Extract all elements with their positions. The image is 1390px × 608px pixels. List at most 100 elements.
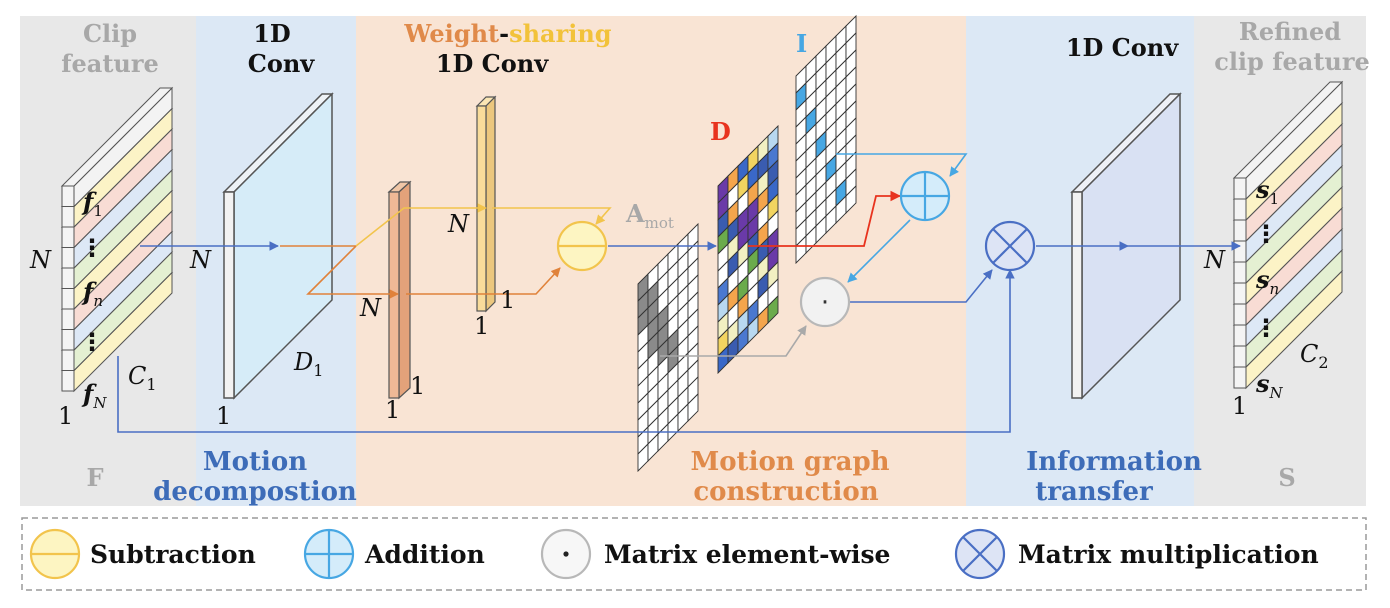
stack-slab-front [61, 308, 75, 330]
conv2-label: 1D Conv [1066, 33, 1179, 62]
legend-label: Subtraction [90, 540, 256, 569]
one-yellow-b: 1 [474, 312, 489, 340]
addition-op [899, 170, 951, 222]
yellow-path [355, 203, 487, 247]
stack-slab-front [61, 247, 75, 269]
A-to-dot [660, 325, 807, 357]
dot-to-mul [850, 269, 993, 303]
math-labels: N 1 C1 f1 ⋮ fn ⋮ fN N D1 1 N 1 1 N 1 1 A… [29, 29, 1329, 430]
legend-multiplication: Matrix multiplication [954, 528, 1319, 580]
N-orange: N [359, 294, 382, 322]
N-conv1: N [189, 246, 212, 274]
legend-label: Addition [364, 540, 485, 569]
I-to-add [836, 153, 968, 177]
stack-slab-front [61, 185, 75, 207]
D1-label: D1 [293, 348, 323, 380]
multiplication-op [984, 220, 1036, 272]
stack-slab-front [61, 349, 75, 371]
N-yellow: N [447, 210, 470, 238]
Amot-label: Amot [625, 199, 674, 232]
N-left: N [29, 246, 52, 274]
weight-label-2: 1D Conv [436, 49, 549, 78]
fn-label: fn [81, 277, 103, 310]
legend-border [21, 517, 1367, 591]
decomp-label-2: decompostion [153, 477, 357, 507]
one-orange-a: 1 [410, 372, 425, 400]
legend-element-wise: Matrix element-wise [540, 528, 890, 580]
F-label: F [86, 463, 103, 492]
one-left: 1 [58, 402, 73, 430]
one-yellow-a: 1 [500, 286, 515, 314]
stack-slab-front [61, 226, 75, 248]
conv1-label-1: 1D [253, 19, 291, 48]
refined-feature-stack [1232, 80, 1344, 390]
decomp-label-1: Motion [203, 447, 307, 477]
stack-slab-front [61, 288, 75, 310]
stack-slab-front [61, 329, 75, 351]
conv1-label-2: Conv [248, 49, 316, 78]
weight-label: Weight-sharing [403, 19, 611, 48]
graph-label-2: construction [693, 477, 878, 507]
clip-feature-stack [60, 86, 174, 393]
matrix-cell [845, 184, 857, 215]
stack-slab-front [61, 370, 75, 392]
s1-label: s1 [1255, 175, 1279, 208]
connections [117, 153, 1241, 433]
section-labels: Clip feature 1D Conv Weight-sharing 1D C… [61, 17, 1370, 507]
stack-slab-front [1233, 219, 1247, 242]
D-matrix [717, 124, 779, 375]
sN-label: sN [1255, 369, 1284, 402]
matrix-cell [687, 392, 699, 423]
stack-slab-front [61, 206, 75, 228]
stack-slab-front [1233, 198, 1247, 221]
legend: Subtraction Addition Matrix element-wise… [21, 517, 1367, 591]
stack-slab-front [1233, 240, 1247, 263]
fN-label: fN [81, 379, 107, 412]
orange-conv-bar [387, 180, 412, 400]
stack-slab-front [1233, 282, 1247, 305]
D-label: D [710, 117, 731, 146]
stack-slab-front [1233, 303, 1247, 326]
matrix-cell [767, 294, 779, 325]
add-to-dot [847, 219, 911, 283]
subtraction-op [556, 220, 608, 272]
yellow-conv-bar [475, 95, 497, 313]
svg-text:·: · [821, 288, 829, 318]
sn-label: sn [1255, 265, 1279, 298]
legend-addition: Addition [303, 528, 485, 580]
D-to-add [748, 190, 902, 247]
A-mot-matrix [637, 222, 699, 473]
legend-subtraction: Subtraction [29, 528, 256, 580]
I-label: I [796, 29, 807, 58]
f1-label: f1 [81, 187, 103, 220]
transfer-label-1: Information [1026, 447, 1202, 477]
orange-path [306, 245, 399, 299]
dots-2: ⋮ [80, 328, 104, 356]
stack-slab-front [1233, 261, 1247, 284]
C1-label: C1 [128, 362, 157, 394]
dots-3: ⋮ [1254, 220, 1278, 248]
one-orange-b: 1 [385, 396, 400, 424]
clip-label-1: Clip [83, 19, 137, 48]
dots-1: ⋮ [80, 234, 104, 262]
legend-label: Matrix multiplication [1018, 540, 1319, 569]
stack-slab-front [1233, 366, 1247, 389]
dots-4: ⋮ [1254, 314, 1278, 342]
transfer-label-2: transfer [1035, 477, 1153, 507]
one-conv1: 1 [216, 402, 231, 430]
clip-label-2: feature [61, 49, 159, 78]
skip-path [117, 269, 1015, 433]
legend-label: Matrix element-wise [604, 540, 890, 569]
refined-label-1: Refined [1239, 17, 1341, 46]
S-label: S [1278, 463, 1295, 492]
element-wise-op: · [799, 276, 851, 328]
one-right: 1 [1232, 392, 1247, 420]
stack-slab-front [1233, 345, 1247, 368]
graph-label-1: Motion graph [690, 447, 889, 477]
N-right: N [1203, 246, 1226, 274]
I-matrix [795, 14, 857, 265]
refined-label-2: clip feature [1214, 47, 1370, 76]
stack-slab-front [61, 267, 75, 289]
stack-slab-front [1233, 324, 1247, 347]
